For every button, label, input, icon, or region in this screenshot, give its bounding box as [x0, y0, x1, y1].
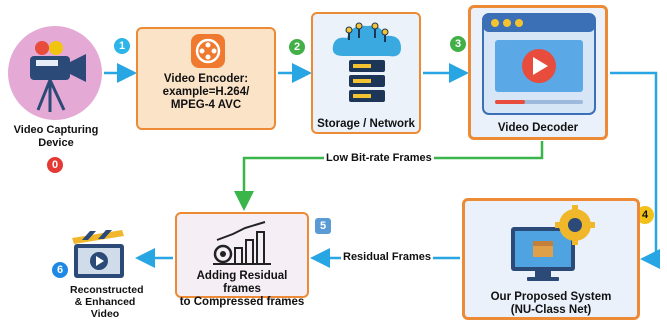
- proposed-system-node: Our Proposed System (NU-Class Net): [462, 198, 640, 320]
- step-badge-6: 6: [52, 262, 68, 278]
- video-camera-icon: [30, 41, 86, 112]
- adder-line2: to Compressed frames: [179, 296, 305, 308]
- step-badge-4: 4: [636, 206, 654, 224]
- output-line2: & Enhanced: [74, 296, 136, 308]
- computer-gear-icon: [511, 205, 595, 281]
- video-player-icon: [482, 13, 596, 115]
- step-badge-3: 3: [450, 36, 466, 52]
- storage-label: Storage / Network: [317, 118, 415, 130]
- camera-label-line1: Video Capturing: [13, 124, 99, 136]
- low-bitrate-label: Low Bit-rate Frames: [324, 152, 434, 164]
- decoder-node: Video Decoder: [468, 5, 608, 140]
- encoder-line3: MPEG-4 AVC: [170, 99, 242, 111]
- step-badge-2: 2: [289, 39, 305, 55]
- residual-frames-label: Residual Frames: [341, 251, 434, 263]
- adder-label: Adding Residual frames to Compressed fra…: [177, 270, 307, 309]
- encoder-line2: example=H.264/: [162, 86, 250, 98]
- arrow-decoder-to-adder: [234, 141, 544, 211]
- decoder-label: Video Decoder: [497, 122, 579, 134]
- camera-label: Video Capturing Device: [4, 124, 108, 150]
- output-line1: Reconstructed: [70, 284, 144, 296]
- adder-line1: Adding Residual frames: [196, 270, 288, 295]
- cloud-server-icon: [332, 22, 401, 102]
- adder-node: Adding Residual frames to Compressed fra…: [175, 212, 309, 308]
- storage-node: Storage / Network: [311, 12, 421, 134]
- encoder-node: Video Encoder: example=H.264/ MPEG-4 AVC: [136, 27, 276, 130]
- output-line3: Video: [90, 308, 120, 320]
- encoder-line1: Video Encoder:: [163, 73, 249, 85]
- camera-node: [8, 26, 102, 120]
- step-badge-0: 0: [47, 157, 63, 173]
- proposed-line1: Our Proposed System: [490, 291, 612, 303]
- step-badge-1: 1: [114, 38, 130, 54]
- step-badge-5: 5: [315, 218, 331, 234]
- proposed-line2: (NU-Class Net): [510, 304, 592, 316]
- gear-chart-icon: [213, 221, 271, 265]
- proposed-label: Our Proposed System (NU-Class Net): [465, 291, 637, 317]
- output-label: Reconstructed & Enhanced Video: [70, 284, 144, 320]
- encoder-label: Video Encoder: example=H.264/ MPEG-4 AVC: [138, 73, 274, 112]
- camera-label-line2: Device: [38, 137, 74, 149]
- film-reel-icon: [191, 34, 225, 68]
- clapperboard-icon: [72, 230, 124, 278]
- arrow-decoder-to-proposed: [610, 71, 660, 269]
